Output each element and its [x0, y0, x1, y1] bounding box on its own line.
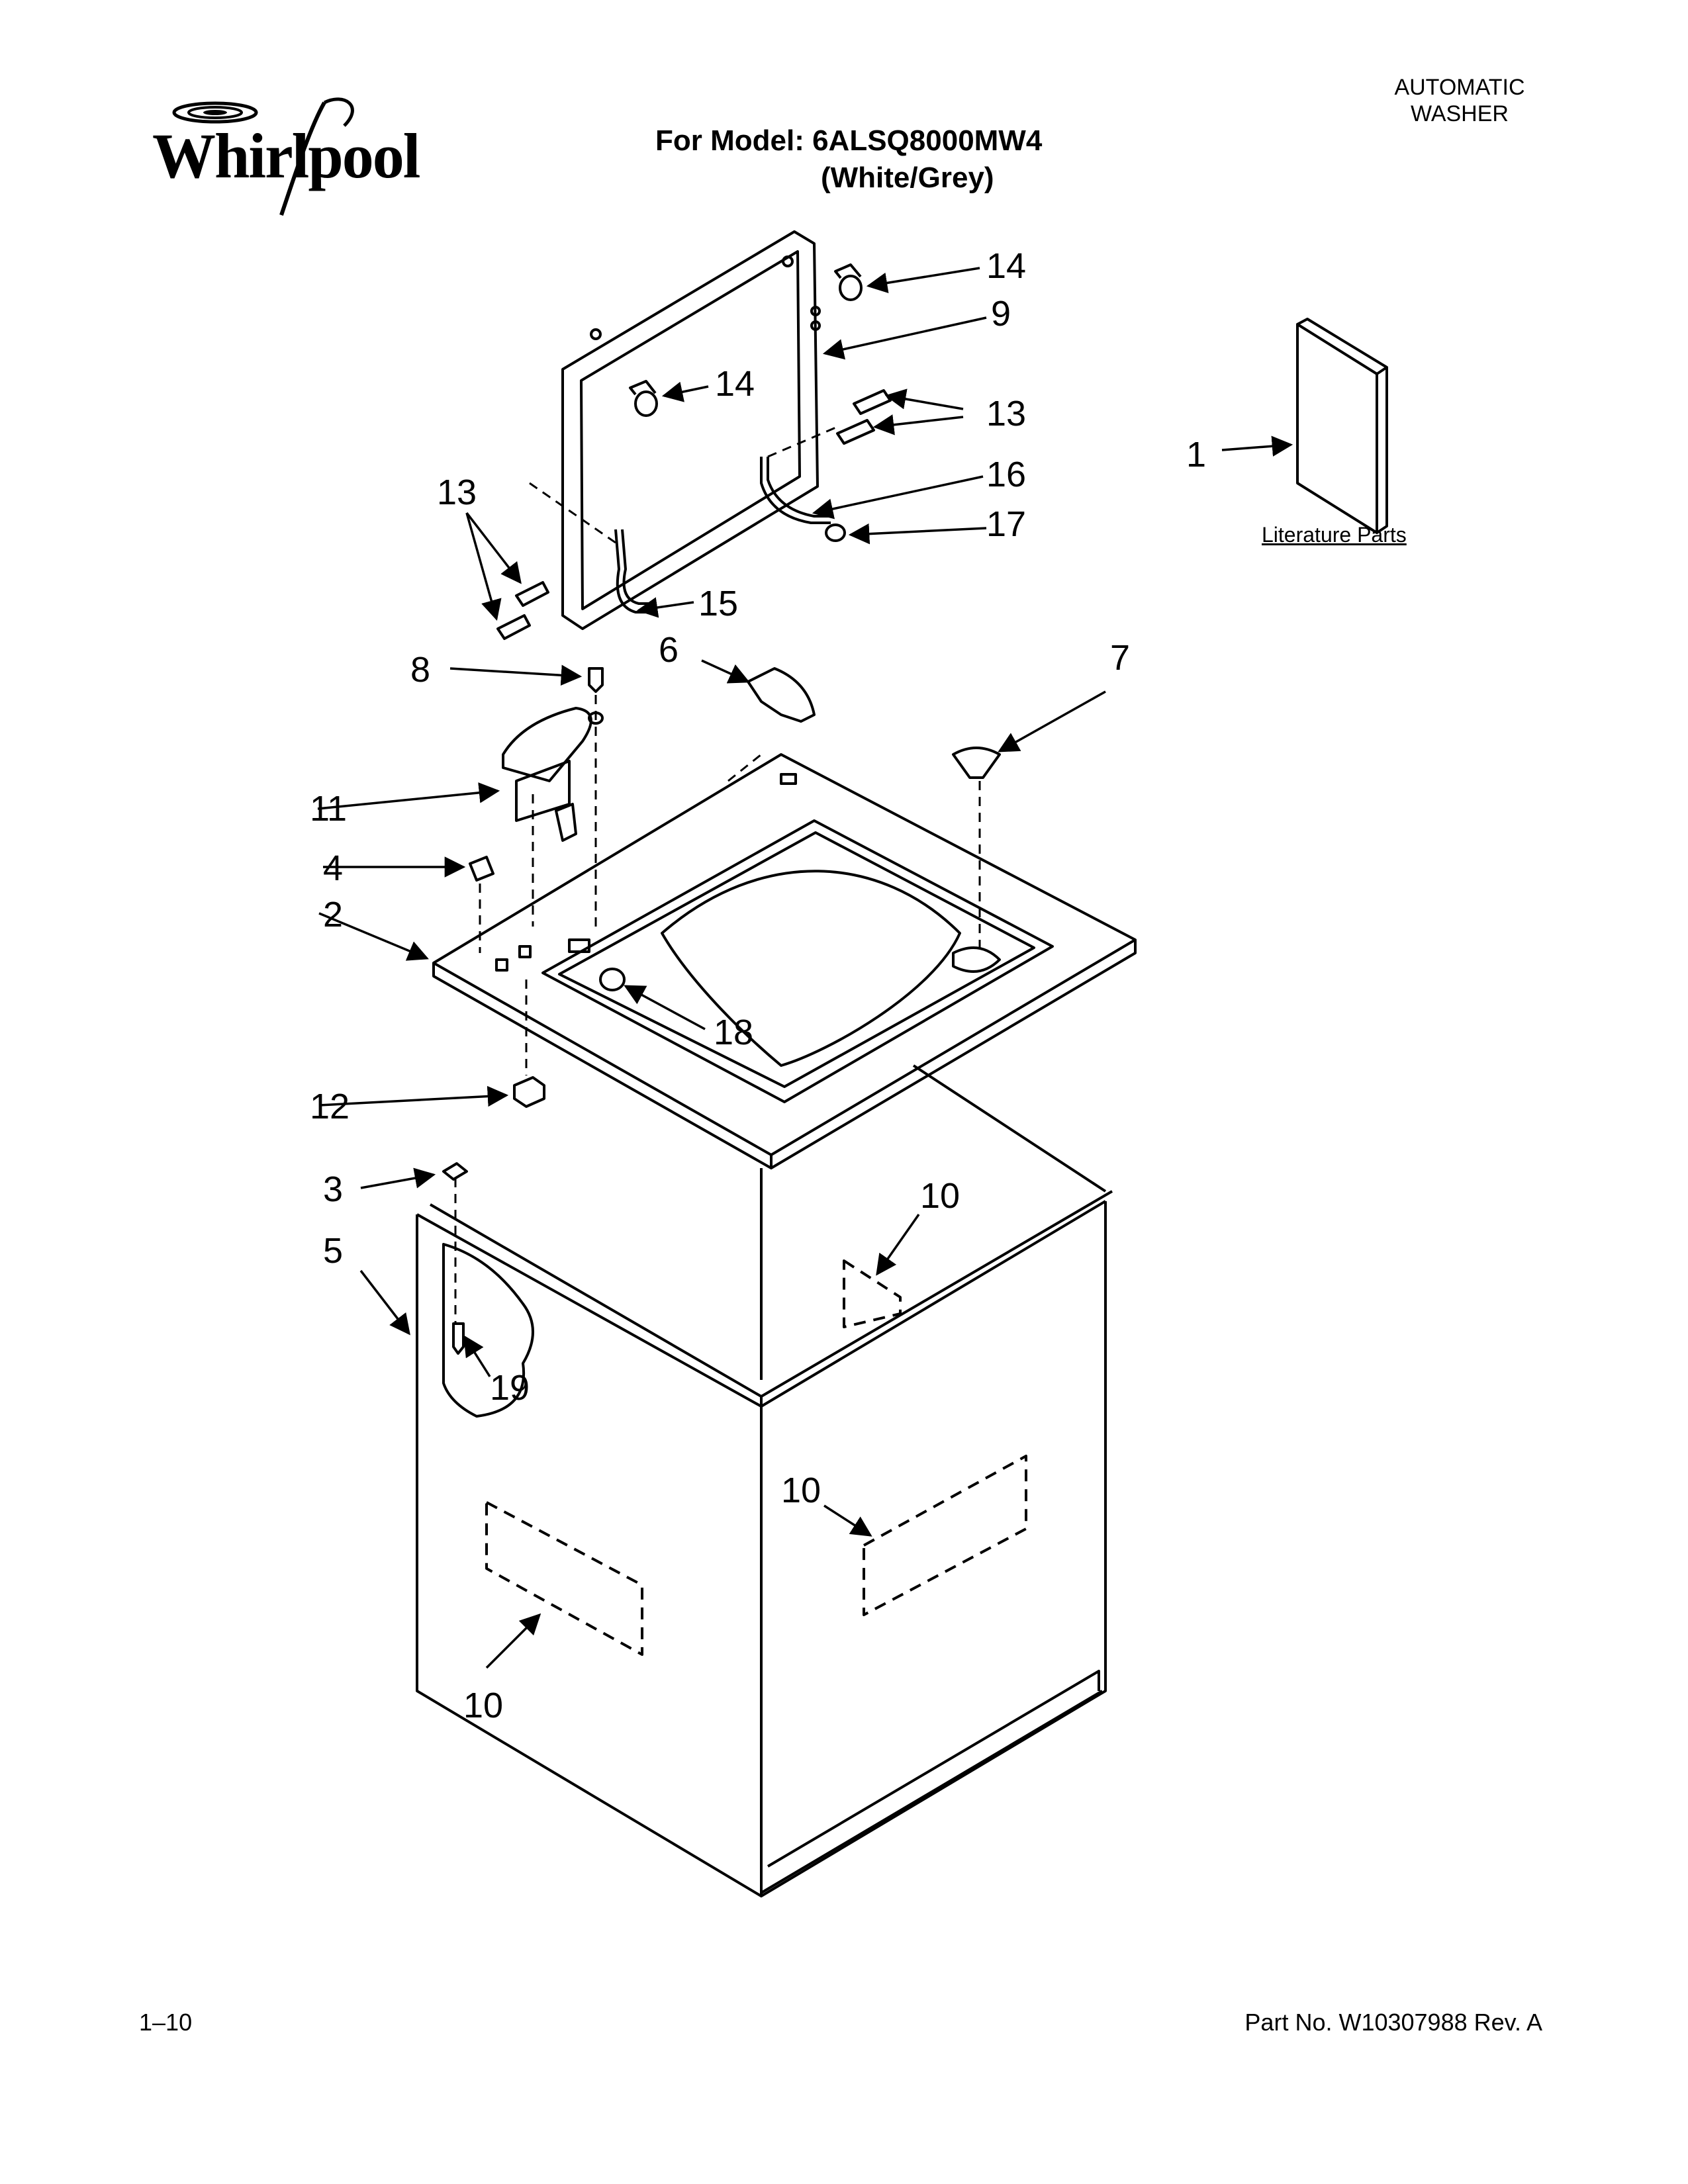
callout-12: 12 — [310, 1087, 350, 1126]
door-switch — [502, 707, 592, 842]
part-number: Part No. W10307988 Rev. A — [1244, 2009, 1542, 2036]
callout-1: 1 — [1186, 435, 1206, 475]
callout-15: 15 — [698, 584, 738, 623]
logo-swirl-icon — [172, 97, 354, 216]
callout-14-left: 14 — [715, 364, 755, 404]
hinge-screws-right — [836, 389, 892, 445]
callout-18: 18 — [714, 1013, 753, 1052]
callout-6: 6 — [659, 630, 679, 670]
lid-frame — [561, 230, 821, 630]
callout-13-left: 13 — [437, 473, 477, 512]
lid-bumper-left — [629, 380, 658, 417]
model-color: (White/Grey) — [821, 161, 994, 194]
callout-10-back: 10 — [920, 1176, 960, 1216]
bleach-funnel — [952, 747, 1001, 779]
page-number: 1–10 — [139, 2009, 193, 2036]
clip-4 — [469, 856, 494, 882]
callout-10-right: 10 — [781, 1471, 821, 1510]
literature-booklet — [1296, 318, 1388, 534]
lid-hinge-left — [614, 529, 655, 614]
category-line-2: WASHER — [1411, 101, 1509, 126]
hinge-cap — [825, 523, 846, 542]
brand-logo: Whirlpool — [146, 86, 420, 225]
nut-12 — [513, 1076, 545, 1108]
callout-10-front: 10 — [463, 1686, 503, 1725]
hose-18 — [599, 968, 626, 991]
category-label: AUTOMATIC WASHER — [1350, 74, 1569, 127]
callout-16: 16 — [986, 455, 1026, 494]
callout-9: 9 — [991, 294, 1011, 334]
category-line-1: AUTOMATIC — [1394, 75, 1525, 100]
lid-bumper-top — [834, 263, 863, 301]
callout-19: 19 — [490, 1368, 530, 1408]
model-title: For Model: 6ALSQ8000MW4 (White/Grey) — [655, 122, 1042, 197]
clip-3 — [442, 1162, 468, 1181]
callout-14-top: 14 — [986, 246, 1026, 286]
top-panel — [432, 753, 1137, 1169]
callout-17: 17 — [986, 504, 1026, 544]
decal-areas — [485, 1259, 1027, 1656]
literature-parts-label: Literature Parts — [1262, 523, 1407, 547]
callout-13-right: 13 — [986, 394, 1026, 433]
brand-name: Whirlpool — [152, 120, 420, 191]
callout-4: 4 — [323, 848, 343, 888]
callout-7: 7 — [1110, 638, 1130, 678]
callout-8: 8 — [410, 650, 430, 690]
lid-clip — [747, 667, 816, 723]
callout-5: 5 — [323, 1231, 343, 1271]
lid-hinge-right — [760, 457, 831, 524]
model-number: For Model: 6ALSQ8000MW4 — [655, 124, 1043, 157]
hinge-screws-left — [496, 581, 549, 640]
callout-2: 2 — [323, 895, 343, 934]
cabinet — [416, 1064, 1113, 1897]
callout-11: 11 — [310, 789, 347, 829]
callout-3: 3 — [323, 1169, 343, 1209]
